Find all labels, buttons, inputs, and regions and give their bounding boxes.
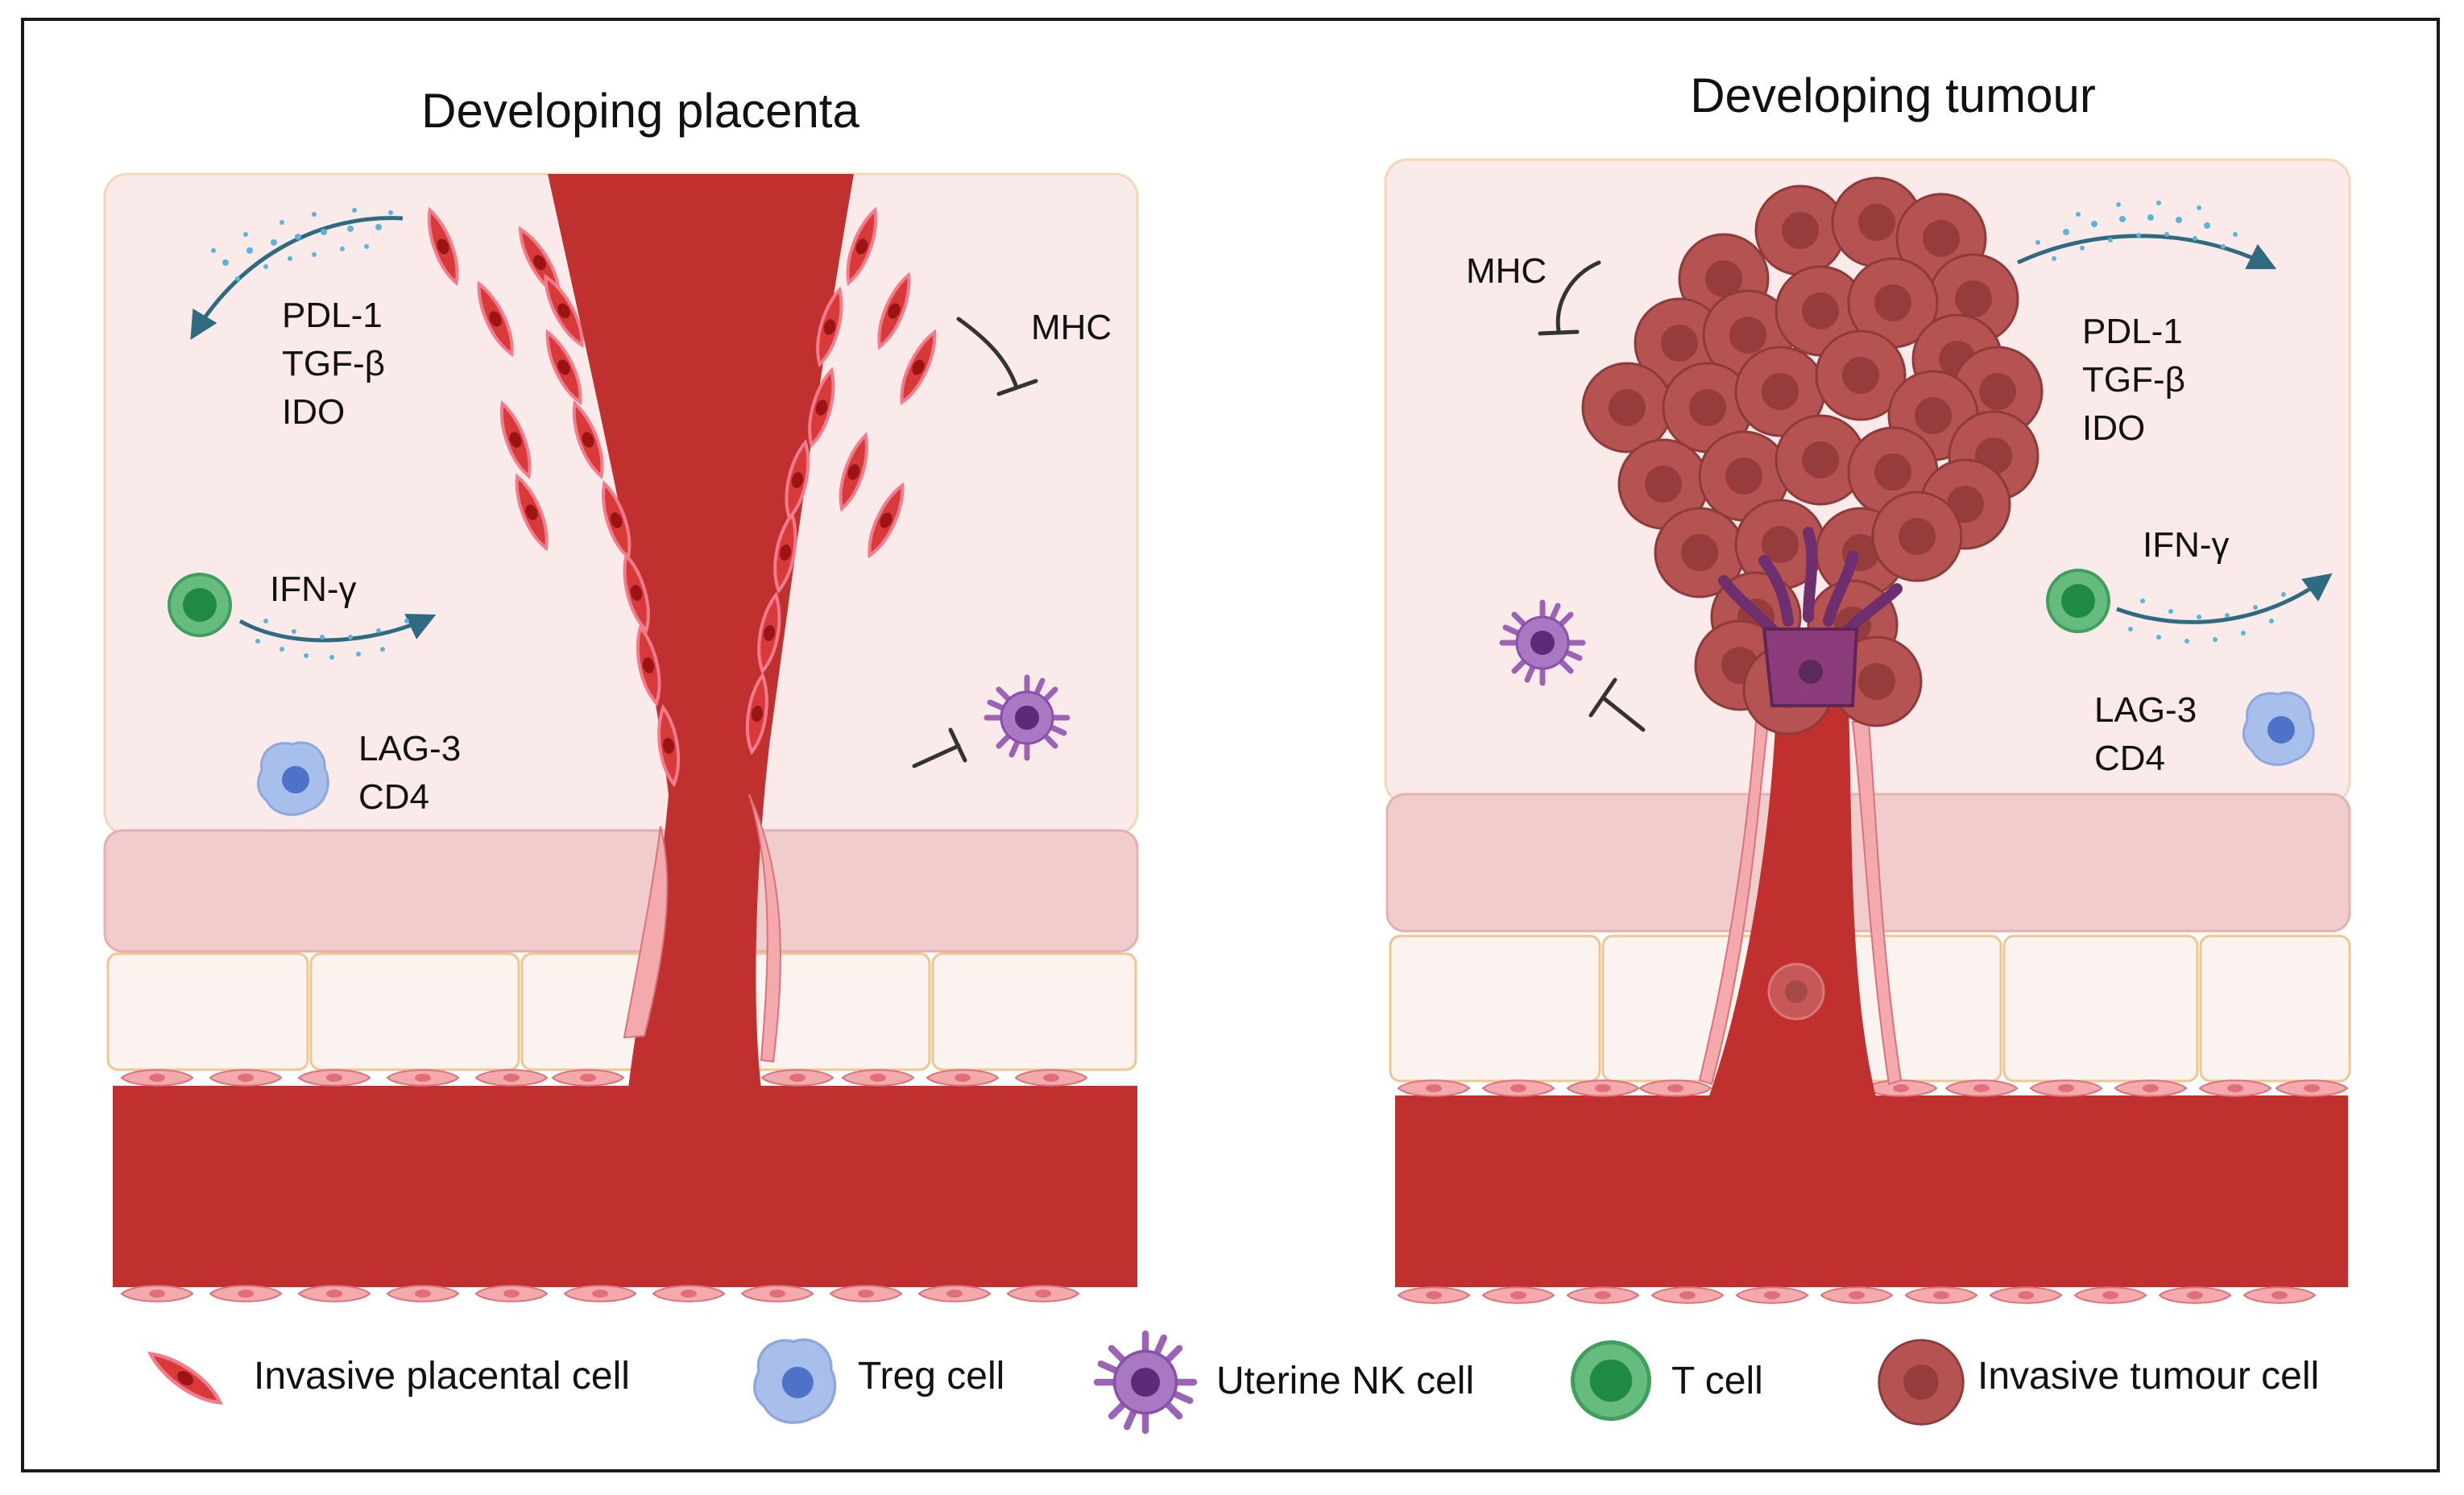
legend-label: Treg cell — [858, 1355, 1004, 1398]
tumour-blood-vessel — [1395, 1095, 2348, 1287]
tumour-ifn-arrow — [2116, 573, 2333, 644]
tumour-mhc-inhibition — [1538, 260, 1601, 336]
tumour-secretion-arrow — [2016, 201, 2277, 270]
placenta-secretion-arrow — [190, 208, 404, 341]
figure-frame: Developing placenta — [21, 18, 2440, 1472]
invasive-placental-cell-icon — [145, 1346, 226, 1410]
tumour-marker-lag3: LAG-3 — [2094, 690, 2197, 730]
placenta-marker-cd4: CD4 — [358, 777, 429, 817]
placenta-muscle-layer — [103, 829, 1139, 953]
tumour-panel: Developing tumour — [1384, 68, 2351, 1304]
placenta-stromal-cells — [106, 952, 1137, 1071]
uterine-nk-cell-icon — [1097, 1334, 1194, 1431]
legend-label: Invasive tumour cell — [1977, 1355, 2319, 1398]
placenta-mhc-inhibition — [956, 317, 1038, 396]
placenta-t-cell — [168, 573, 232, 637]
treg-cell-icon — [753, 1338, 837, 1424]
placenta-panel: Developing placenta — [103, 84, 1139, 1302]
tumour-title: Developing tumour — [1690, 68, 2096, 122]
placenta-vessel-wall — [623, 793, 781, 1063]
t-cell-icon — [1573, 1343, 1650, 1419]
placenta-nk-inhibition — [912, 727, 967, 768]
tumour-nk-inhibition — [1588, 677, 1646, 732]
placenta-factor-pdl1: PDL-1 — [282, 296, 383, 335]
legend-item-t-cell: T cell — [1573, 1343, 1763, 1419]
tumour-nk-cell — [1502, 603, 1583, 683]
tumour-factor-ido: IDO — [2082, 408, 2145, 448]
tumour-marker-cd4: CD4 — [2094, 739, 2165, 778]
placenta-factor-tgfb: TGF-β — [282, 344, 385, 383]
legend-label: Invasive placental cell — [254, 1355, 630, 1398]
legend-item-invasive-tumour-cell: Invasive tumour cell — [1878, 1339, 2319, 1426]
legend-item-treg-cell: Treg cell — [753, 1338, 1004, 1424]
legend-item-uterine-nk-cell: Uterine NK cell — [1097, 1334, 1474, 1431]
placenta-nk-cell — [987, 677, 1067, 758]
placenta-blood-vessel — [113, 1086, 1137, 1287]
placenta-spiral-artery — [548, 174, 854, 1088]
tumour-treg-cell — [2242, 691, 2315, 766]
placenta-ifn-arrow — [238, 613, 437, 660]
placenta-treg-cell — [256, 741, 329, 816]
tumour-nk-cell-embedded — [1718, 527, 1903, 707]
placenta-mhc-label: MHC — [1031, 308, 1112, 347]
invasive-tumour-cell-icon — [1878, 1339, 1965, 1426]
tumour-ifn-label: IFN-γ — [2143, 525, 2230, 565]
placenta-title: Developing placenta — [421, 84, 859, 138]
placenta-ifn-label: IFN-γ — [270, 569, 357, 609]
legend-label: T cell — [1671, 1360, 1763, 1402]
tumour-vessel-wall — [1698, 721, 1903, 1086]
tumour-mhc-label: MHC — [1466, 251, 1547, 291]
tumour-factor-tgfb: TGF-β — [2082, 360, 2185, 400]
legend-label: Uterine NK cell — [1216, 1360, 1474, 1402]
legend: Invasive placental cell Treg cell Uterin… — [145, 1334, 2319, 1431]
tumour-t-cell — [2046, 569, 2110, 633]
legend-item-invasive-placental-cell: Invasive placental cell — [145, 1346, 630, 1410]
tumour-factor-pdl1: PDL-1 — [2082, 312, 2183, 351]
placenta-factor-ido: IDO — [282, 392, 345, 432]
tumour-vessel-sprout — [1708, 706, 1877, 1100]
tumour-stromal-cells — [1389, 934, 2351, 1083]
placenta-marker-lag3: LAG-3 — [358, 729, 461, 768]
tumour-circulating-cell — [1767, 963, 1825, 1021]
